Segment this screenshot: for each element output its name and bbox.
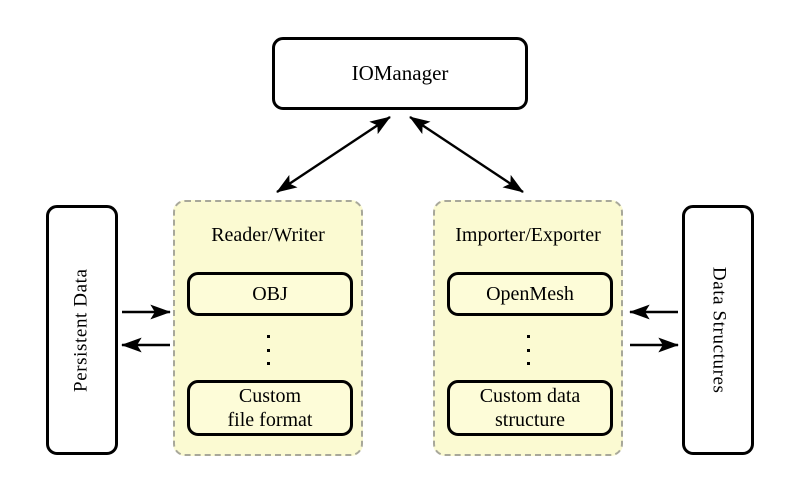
inner-node-custom-file-format-label-line2: file format [227,409,313,431]
node-persistent-data[interactable]: Persistent Data [46,205,118,455]
node-persistent-data-label: Persistent Data [70,268,92,392]
node-data-structures[interactable]: Data Structures [682,205,754,455]
vertical-dots-icon-left [266,335,270,365]
inner-node-custom-file-format[interactable]: Custom file format [187,380,353,436]
inner-node-obj[interactable]: OBJ [187,272,353,316]
inner-node-openmesh[interactable]: OpenMesh [447,272,613,316]
arrow-manager-importer-exporter [409,116,524,193]
inner-node-obj-label: OBJ [252,282,288,305]
group-reader-writer[interactable]: Reader/Writer OBJ Custom file format [173,200,363,456]
node-data-structures-label: Data Structures [708,266,730,394]
node-iomanager[interactable]: IOManager [272,37,528,110]
inner-node-openmesh-label: OpenMesh [486,282,574,305]
group-reader-writer-title: Reader/Writer [211,224,325,246]
inner-node-custom-data-structure[interactable]: Custom data structure [447,380,613,436]
inner-node-custom-data-structure-label-line2: structure [495,409,565,431]
group-importer-exporter-title: Importer/Exporter [455,224,601,246]
inner-node-custom-file-format-label-line1: Custom [238,384,302,407]
node-iomanager-label: IOManager [351,61,449,86]
arrow-manager-reader-writer [276,116,391,193]
inner-node-custom-data-structure-label-line1: Custom data [479,384,581,407]
vertical-dots-icon-right [526,335,530,365]
group-importer-exporter[interactable]: Importer/Exporter OpenMesh Custom data s… [433,200,623,456]
